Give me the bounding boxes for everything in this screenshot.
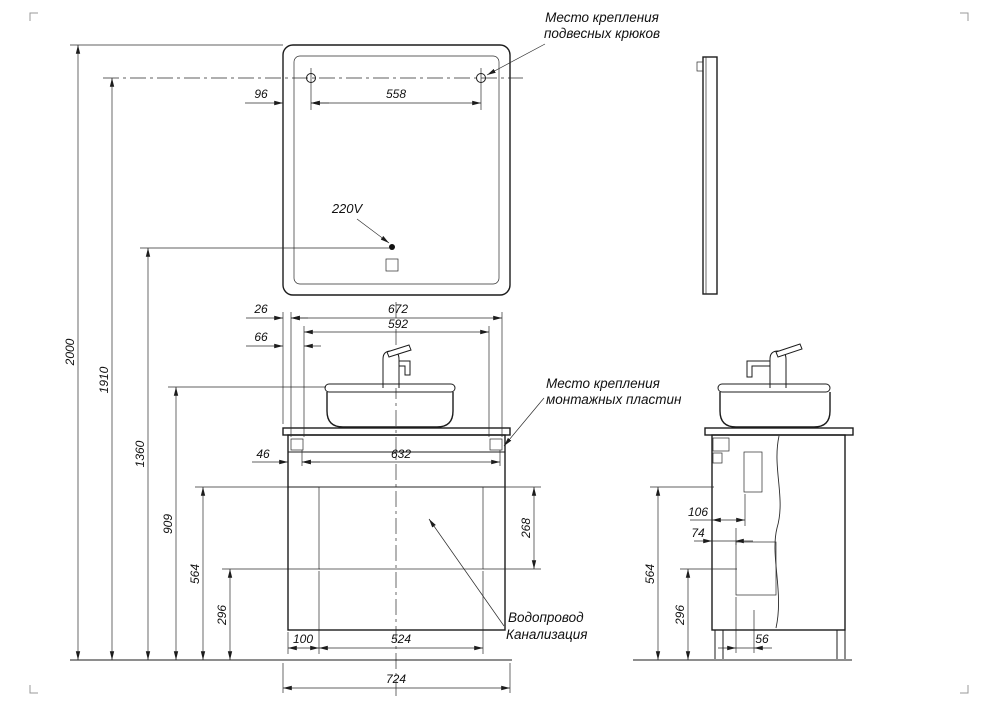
dim-chain-592: 592 [388, 317, 408, 331]
cabinet-front [287, 434, 506, 631]
dim-hook-span: 558 [386, 87, 406, 101]
mirror-side-outline [702, 56, 718, 295]
basin-rim-front [324, 383, 456, 393]
side-dimensions: 564 296 106 74 56 [643, 486, 772, 660]
label-hooks-line2: подвесных крюков [544, 26, 660, 41]
bracket-side [743, 451, 763, 493]
dim-plate-632: 632 [391, 447, 411, 461]
hook-bracket-side [696, 61, 704, 72]
faucet-spout-front [398, 360, 411, 376]
dim-chain-26: 26 [253, 302, 268, 316]
mounting-plate-left [290, 438, 304, 451]
vanity-front-view [282, 302, 511, 700]
mirror-inner-frame [293, 55, 500, 285]
basin-bowl-front [326, 392, 454, 428]
faucet-spout-side [746, 360, 771, 378]
vanity-side-view [704, 343, 854, 659]
dim-plate-46: 46 [256, 447, 270, 461]
siphon-hatch [735, 541, 777, 596]
plumbing-callout: Водопровод Канализация [428, 518, 587, 642]
countertop-front [282, 427, 511, 436]
mounting-detail-side [712, 452, 723, 464]
height-dimensions: 2000 1910 1360 909 564 296 [63, 44, 390, 660]
hook-right [476, 73, 486, 83]
mirror-front-view: 96 558 220V [103, 44, 523, 296]
dim-height-drawer: 564 [188, 564, 202, 584]
plates-callout: Место крепления монтажных пластин [503, 376, 682, 447]
mirror-outline [282, 44, 511, 296]
cabinet-side [711, 434, 846, 631]
label-voltage: 220V [331, 201, 364, 216]
touch-sensor [385, 258, 399, 272]
dim-hook-offset: 96 [254, 87, 268, 101]
dim-height-basin: 909 [161, 514, 175, 534]
cutout-dimensions: 268 100 524 [287, 486, 541, 654]
label-sewer: Канализация [506, 627, 587, 642]
label-plates-line1: Место крепления [546, 376, 660, 391]
dim-side-296: 296 [673, 605, 687, 626]
hook-left [306, 73, 316, 83]
basin-rim-side [717, 383, 831, 393]
label-water: Водопровод [508, 610, 584, 625]
break-line [774, 435, 781, 629]
hooks-callout: Место крепления подвесных крюков [486, 10, 660, 76]
overall-width-dimension: 724 [282, 663, 511, 693]
plumbing-cutout-hatch [318, 486, 484, 570]
dim-cutout-width: 524 [391, 632, 411, 646]
mounting-plate-side [712, 437, 730, 452]
faucet-lever-front [386, 344, 412, 358]
dim-width-total: 724 [386, 672, 406, 686]
dim-side-106: 106 [688, 505, 708, 519]
basin-bowl-side [719, 392, 831, 428]
dim-height-total: 2000 [63, 338, 77, 366]
plate-dimension-chain: 46 632 [252, 447, 501, 466]
dim-chain-66: 66 [254, 330, 268, 344]
dim-cutout-offset: 100 [293, 632, 313, 646]
top-dimension-chain: 26 672 592 66 [246, 302, 503, 437]
countertop-side [704, 427, 854, 436]
sheet-corner-marks [29, 12, 969, 694]
dim-height-outlet: 1360 [133, 440, 147, 467]
dim-side-74: 74 [691, 526, 705, 540]
dim-side-564: 564 [643, 564, 657, 584]
label-hooks-line1: Место крепления [545, 10, 659, 25]
mirror-side-view [696, 56, 718, 295]
dim-chain-672: 672 [388, 302, 408, 316]
label-plates-line2: монтажных пластин [546, 392, 682, 407]
dim-side-56: 56 [755, 632, 769, 646]
dim-cutout-height: 268 [519, 518, 533, 539]
faucet-lever-side [775, 343, 803, 358]
mounting-plate-right [489, 438, 503, 451]
dim-height-hooks: 1910 [97, 366, 111, 393]
power-point [389, 244, 395, 250]
dim-height-cutout: 296 [215, 605, 229, 626]
